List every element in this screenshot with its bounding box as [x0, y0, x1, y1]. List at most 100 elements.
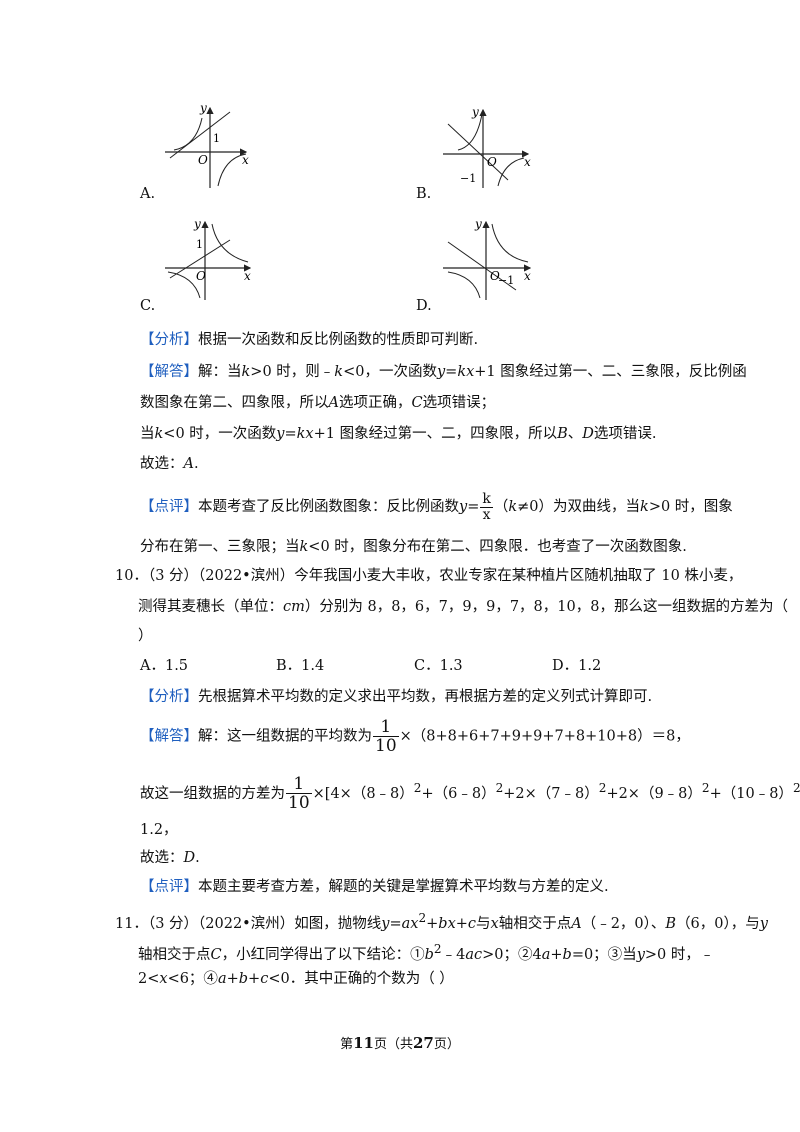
unit: cm: [283, 599, 305, 615]
math-var: bx: [438, 915, 456, 932]
graph-a-origin: O: [198, 153, 208, 167]
frac-den: 10: [288, 793, 310, 814]
graph-d-letter: D.: [416, 298, 432, 314]
q10-stem-line-1: 10．（3 分）（2022•滨州）今年我国小麦大丰收，农业专家在某种植片区随机抽…: [115, 568, 743, 584]
text: 、: [567, 426, 583, 442]
math-var: k: [241, 364, 251, 380]
text: .: [195, 850, 200, 866]
math-var: k: [334, 364, 344, 380]
text: 轴相交于点: [138, 946, 211, 963]
text: 测得其麦穗长（单位：: [138, 599, 283, 615]
text: +: [248, 971, 261, 987]
text: +2×（7﹣8）: [503, 785, 599, 802]
math-var: a: [541, 946, 551, 963]
text: <0 时，一次函数: [163, 426, 277, 442]
graph-c-origin: O: [196, 269, 206, 283]
text: 11．（3 分）（2022•滨州）如图，抛物线: [115, 915, 382, 932]
q11-stem-line-2: 轴相交于点C，小红同学得出了以下结论：①b2﹣4ac>0；②4a+b=0；③当y…: [138, 939, 714, 965]
text: +（10﹣8）: [709, 785, 793, 802]
text: .: [193, 456, 199, 472]
exponent: 2: [792, 781, 800, 795]
math-var: ax: [401, 915, 419, 932]
graph-b-letter: B.: [416, 186, 432, 202]
frac-num: 1: [373, 718, 399, 737]
text: 与: [476, 915, 491, 932]
frac-den: 10: [375, 736, 397, 756]
math-var: B: [557, 426, 568, 442]
graph-a-mark: 1: [213, 132, 220, 145]
graph-d-mark: −1: [498, 274, 514, 287]
text: 轴相交于点: [498, 915, 572, 932]
q10-stem-line-2: 测得其麦穗长（单位：cm）分别为 8，8，6，7，9，9，7，8，10，8，那么…: [138, 597, 788, 617]
page-footer: 第11页（共27页）: [0, 1033, 800, 1052]
q9-solution-line-2: 数图象在第二、四象限，所以A选项正确，C选项错误；: [140, 393, 495, 413]
text: ×[4×（8﹣8）: [312, 785, 414, 802]
graph-c-mark: 1: [196, 238, 203, 251]
graph-d-y-label: y: [474, 217, 482, 231]
text: （﹣2，0）、: [581, 915, 666, 932]
text: 解：这一组数据的平均数为: [198, 728, 372, 745]
text: 当: [140, 426, 155, 442]
page-number: 11: [353, 1034, 374, 1052]
exponent: 2: [418, 911, 427, 925]
text: +1 图象经过第一、二，四象限，所以: [313, 426, 558, 442]
text: 数图象在第二、四象限，所以: [140, 395, 329, 411]
text: 解：当: [198, 364, 242, 380]
frac-num: k: [480, 490, 493, 508]
review-tag: 【点评】: [140, 499, 198, 515]
math-var: B: [665, 915, 677, 932]
graph-d-x-label: x: [524, 269, 531, 283]
math-var: a: [217, 971, 227, 987]
review-text: 本题主要考查方差，解题的关键是掌握算术平均数与方差的定义.: [198, 879, 609, 895]
text: ）分别为 8，8，6，7，9，9，7，8，10，8，那么这一组数据的方差为（: [304, 599, 788, 615]
page-total: 27: [413, 1034, 434, 1052]
math-var: kx: [457, 364, 475, 380]
text: （6，0），与: [676, 915, 760, 932]
q9-solution-line-1: 【解答】解：当k>0 时，则﹣k<0，一次函数y=kx+1 图象经过第一、二、三…: [140, 362, 747, 382]
q10-analysis: 【分析】先根据算术平均数的定义求出平均数，再根据方差的定义列式计算即可.: [140, 687, 652, 707]
text: >0 时，图象: [648, 499, 733, 515]
exponent: 2: [433, 942, 442, 956]
solution-tag: 【解答】: [140, 728, 198, 745]
graph-option-a: y x O 1: [165, 101, 249, 188]
math-var: ac: [465, 946, 483, 963]
exponent: 2: [495, 781, 504, 795]
graph-b-origin: O: [487, 155, 497, 169]
text: 页（共: [373, 1037, 413, 1052]
text: （: [493, 499, 509, 515]
q11-stem-line-3: 2<x<6；④a+b+c<0．其中正确的个数为（ ）: [138, 969, 454, 989]
q9-review-line-2: 分布在第一、三象限；当k<0 时，图象分布在第二、四象限．也考查了一次函数图象.: [140, 537, 687, 557]
text: 故选：: [140, 850, 184, 866]
text: >0 时，则﹣: [250, 364, 335, 380]
analysis-tag: 【分析】: [140, 332, 198, 348]
frac-den: x: [482, 506, 491, 523]
graph-c-letter: C.: [140, 298, 156, 314]
answer-letter: A: [183, 456, 194, 472]
q9-analysis: 【分析】根据一次函数和反比例函数的性质即可判断.: [140, 330, 478, 350]
text: >0；②: [482, 946, 533, 963]
q10-solution-line-3: 1.2，: [140, 822, 178, 838]
math-var: y: [459, 499, 468, 515]
text: 4: [532, 946, 542, 963]
graph-b-x-label: x: [524, 155, 531, 169]
math-var: c: [260, 971, 269, 987]
graph-option-b: y x O −1: [443, 105, 531, 188]
text: ﹣4: [441, 946, 466, 963]
math-var: b: [562, 946, 572, 963]
answer-letter: D: [183, 850, 196, 866]
math-var: kx: [296, 426, 314, 442]
text: 选项错误；: [422, 395, 496, 411]
text: ×（8+8+6+7+9+9+7+8+10+8）＝8，: [399, 728, 690, 745]
text: 第: [340, 1037, 354, 1052]
text: +: [226, 971, 239, 987]
math-var: C: [411, 395, 423, 411]
math-var: c: [467, 915, 477, 932]
text: =: [389, 915, 402, 932]
text: 2<: [138, 971, 160, 987]
text: +: [550, 946, 563, 963]
q10-option-a: A．1.5: [140, 658, 189, 674]
